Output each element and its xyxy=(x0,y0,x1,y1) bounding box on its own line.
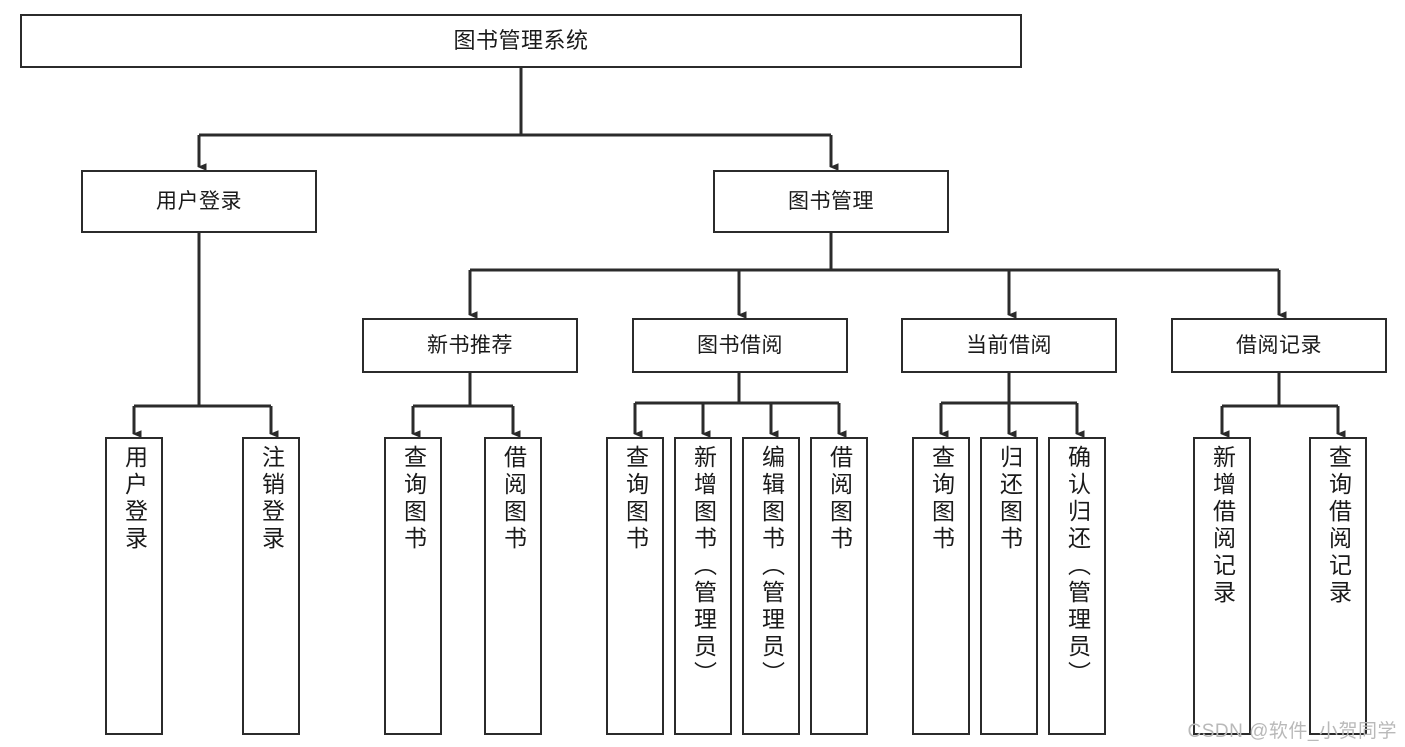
node-new-book-rec-label: 新书推荐 xyxy=(427,333,513,357)
node-leaf-return-book[interactable]: 归还图书 xyxy=(980,437,1038,735)
node-user-login[interactable]: 用户登录 xyxy=(81,170,317,233)
node-leaf-add-book-label: 新增图书（管理员） xyxy=(690,445,717,688)
node-book-borrow-label: 图书借阅 xyxy=(697,333,783,357)
node-leaf-user-login-label: 用户登录 xyxy=(121,445,148,553)
node-leaf-confirm-return[interactable]: 确认归还（管理员） xyxy=(1048,437,1106,735)
node-leaf-query-book-borrow[interactable]: 查询图书 xyxy=(606,437,664,735)
node-leaf-edit-book[interactable]: 编辑图书（管理员） xyxy=(742,437,800,735)
node-leaf-logout-label: 注销登录 xyxy=(258,445,285,553)
node-user-login-label: 用户登录 xyxy=(156,189,242,213)
node-leaf-query-borrow-record[interactable]: 查询借阅记录 xyxy=(1309,437,1367,735)
node-leaf-edit-book-label: 编辑图书（管理员） xyxy=(758,445,785,688)
node-leaf-borrow-book-label: 借阅图书 xyxy=(826,445,853,553)
node-leaf-return-book-label: 归还图书 xyxy=(996,445,1023,553)
node-root[interactable]: 图书管理系统 xyxy=(20,14,1022,68)
node-leaf-query-book-borrow-label: 查询图书 xyxy=(622,445,649,553)
node-leaf-user-login[interactable]: 用户登录 xyxy=(105,437,163,735)
node-leaf-query-book-current-label: 查询图书 xyxy=(928,445,955,553)
node-current-borrow-label: 当前借阅 xyxy=(966,333,1052,357)
node-leaf-add-borrow-record[interactable]: 新增借阅记录 xyxy=(1193,437,1251,735)
node-book-manage[interactable]: 图书管理 xyxy=(713,170,949,233)
node-leaf-query-book-rec[interactable]: 查询图书 xyxy=(384,437,442,735)
node-leaf-borrow-book-rec[interactable]: 借阅图书 xyxy=(484,437,542,735)
node-leaf-logout[interactable]: 注销登录 xyxy=(242,437,300,735)
node-leaf-query-book-current[interactable]: 查询图书 xyxy=(912,437,970,735)
csdn-watermark: CSDN @软件_小贺同学 xyxy=(1187,721,1397,742)
node-book-borrow[interactable]: 图书借阅 xyxy=(632,318,848,373)
node-borrow-record-label: 借阅记录 xyxy=(1236,333,1322,357)
node-root-label: 图书管理系统 xyxy=(453,27,589,53)
node-leaf-confirm-return-label: 确认归还（管理员） xyxy=(1064,445,1091,688)
node-borrow-record[interactable]: 借阅记录 xyxy=(1171,318,1387,373)
node-leaf-add-book[interactable]: 新增图书（管理员） xyxy=(674,437,732,735)
node-new-book-rec[interactable]: 新书推荐 xyxy=(362,318,578,373)
node-leaf-borrow-book[interactable]: 借阅图书 xyxy=(810,437,868,735)
node-leaf-add-borrow-record-label: 新增借阅记录 xyxy=(1209,445,1236,607)
node-book-manage-label: 图书管理 xyxy=(788,189,874,213)
node-leaf-query-book-rec-label: 查询图书 xyxy=(400,445,427,553)
node-current-borrow[interactable]: 当前借阅 xyxy=(901,318,1117,373)
node-leaf-query-borrow-record-label: 查询借阅记录 xyxy=(1325,445,1352,607)
node-leaf-borrow-book-rec-label: 借阅图书 xyxy=(500,445,527,553)
